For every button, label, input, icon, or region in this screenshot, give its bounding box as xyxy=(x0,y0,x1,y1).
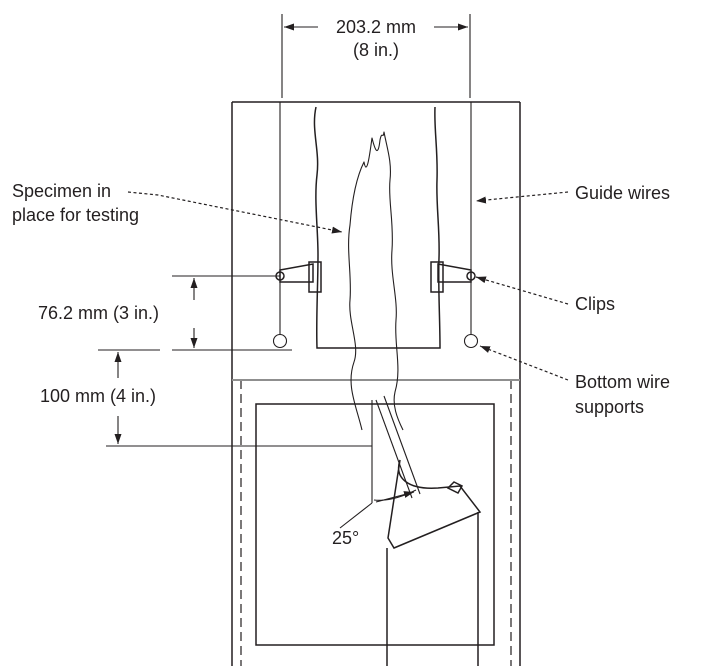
left-clip xyxy=(279,263,314,283)
burner-head xyxy=(387,459,482,549)
dim-762 xyxy=(172,275,292,351)
burner-knob xyxy=(446,481,464,494)
bottom-supports-label-line1: Bottom wire xyxy=(575,372,671,392)
width-dimension xyxy=(281,14,471,98)
clips xyxy=(275,261,476,293)
bottom-supports-label-line2: supports xyxy=(575,397,645,417)
left-bottom-wire-support xyxy=(272,333,288,349)
cabinet xyxy=(231,101,521,666)
guide-wires xyxy=(272,102,479,349)
width-in-label: (8 in.) xyxy=(352,40,399,60)
burner-tube-outer xyxy=(383,395,421,495)
clips-leader xyxy=(475,276,569,305)
leaders xyxy=(127,191,569,529)
right-clip xyxy=(437,263,472,283)
burner-tube-inner xyxy=(375,399,413,499)
left-clip-block xyxy=(308,261,322,293)
bottom-supports-leader xyxy=(479,345,569,381)
dim-762-label: 76.2 mm (3 in.) xyxy=(38,303,160,323)
right-bottom-wire-support xyxy=(463,333,479,349)
guide-wires-leader xyxy=(475,191,569,204)
width-mm-label: 203.2 mm xyxy=(335,17,417,37)
angle-leader xyxy=(339,502,373,529)
specimen xyxy=(313,106,441,349)
dim-100-label: 100 mm (4 in.) xyxy=(40,386,157,406)
right-clip-block xyxy=(430,261,444,293)
specimen-label-line1: Specimen in xyxy=(12,181,112,201)
dim-100 xyxy=(98,349,372,447)
clips-label: Clips xyxy=(575,294,616,314)
cabinet-window xyxy=(255,403,495,646)
angle-label: 25° xyxy=(332,528,360,548)
angle-arrow xyxy=(375,491,415,503)
specimen-leader xyxy=(127,191,343,234)
flame xyxy=(348,131,404,431)
guide-wires-label: Guide wires xyxy=(575,183,671,203)
right-clip-pin xyxy=(466,271,476,281)
specimen-label-line2: place for testing xyxy=(12,205,140,225)
burner xyxy=(371,395,482,666)
